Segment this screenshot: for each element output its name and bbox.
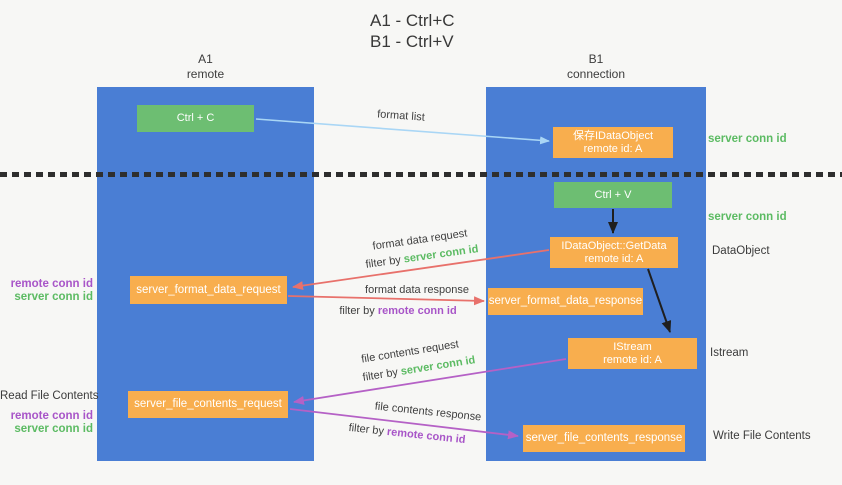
label-server-conn-id-left-bottom: server conn id [14,423,93,435]
title-line-1: A1 - Ctrl+C [370,11,455,30]
lane-b1-name: B1 [588,52,604,66]
label-filter-remote-conn-id-2: filter by remote conn id [348,421,466,447]
node-server-format-data-request: server_format_data_request [130,276,287,304]
label-istream: Istream [710,347,749,359]
label-file-contents-response: file contents response [374,400,482,424]
lane-header-a1: A1 remote [97,52,314,82]
title-line-2: B1 - Ctrl+V [370,32,454,51]
node-save-idataobject: 保存IDataObject remote id: A [553,127,673,158]
label-read-file-contents: Read File Contents [0,390,99,402]
node-istream: IStream remote id: A [568,338,697,369]
label-server-conn-id-top: server conn id [708,133,787,145]
format-data-response-arrow [287,295,485,306]
node-server-file-contents-response: server_file_contents_response [523,425,685,452]
label-format-list: format list [376,108,426,124]
node-ctrl-v: Ctrl + V [554,182,672,208]
lane-a1-role: remote [186,67,225,81]
label-format-data-response: format data response [365,284,469,296]
node-ctrl-c: Ctrl + C [137,105,254,132]
label-server-conn-id-mid: server conn id [708,211,787,223]
lane-header-b1: B1 connection [486,52,706,82]
label-dataobject: DataObject [712,245,770,257]
lane-a1-name: A1 [198,52,213,66]
node-idataobject-getdata: IDataObject::GetData remote id: A [550,237,678,268]
label-remote-conn-id-bottom: remote conn id [10,410,93,422]
label-server-conn-id-left-top: server conn id [14,291,93,303]
lane-b1-role: connection [566,67,626,81]
node-server-format-data-response: server_format_data_response [488,288,643,315]
label-remote-conn-id-top: remote conn id [10,278,93,290]
label-write-file-contents: Write File Contents [713,430,811,442]
label-filter-remote-conn-id-1: filter by remote conn id [339,305,457,317]
node-server-file-contents-request: server_file_contents_request [128,391,288,418]
separator-dotted-line [0,172,842,177]
diagram-title: A1 - Ctrl+C B1 - Ctrl+V [370,10,455,52]
